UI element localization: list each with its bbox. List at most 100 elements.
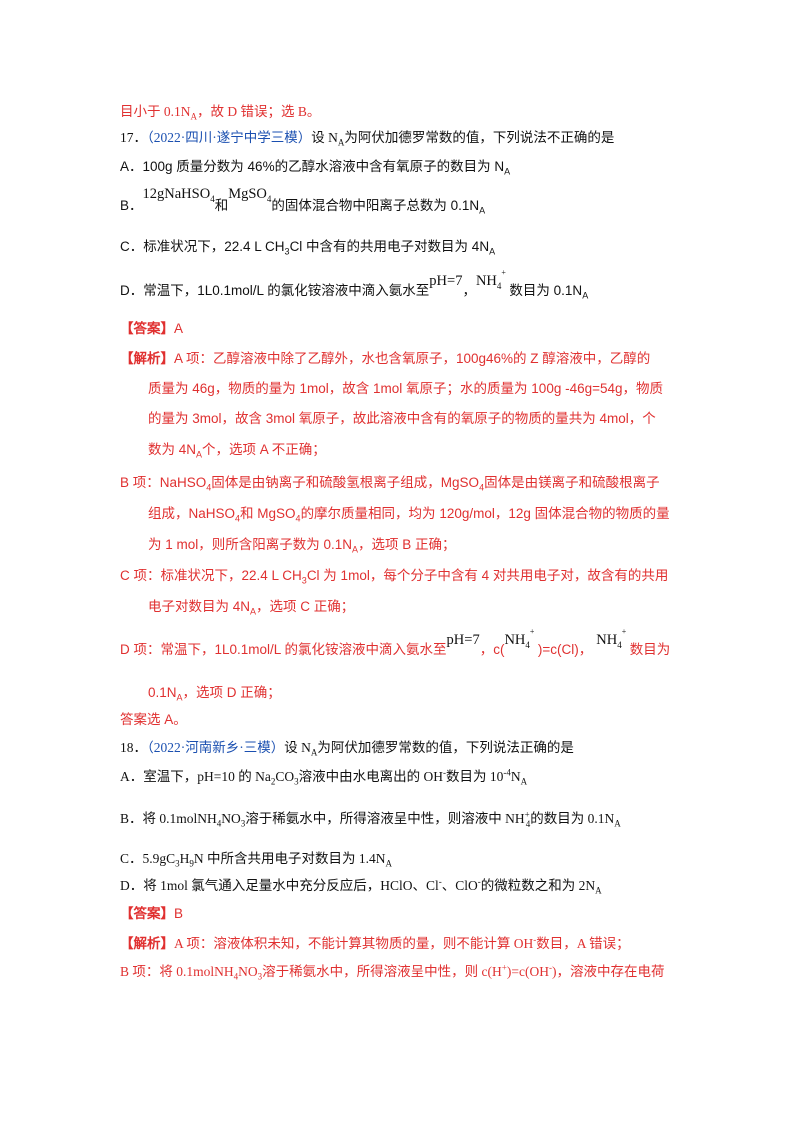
- q18-option-b: B．将 0.1molNH4NO3溶于稀氨水中，所得溶液呈中性，则溶液中 NH+4…: [120, 809, 621, 829]
- option-label: C．: [120, 851, 143, 866]
- formula-ph: pH=7: [429, 273, 463, 289]
- text: MgSO: [228, 186, 267, 202]
- sub: A: [196, 449, 203, 460]
- sub: 4: [235, 513, 241, 524]
- sub: A: [479, 205, 486, 216]
- sub: 3: [257, 971, 263, 982]
- q17-analysis-b-line2: 组成，NaHSO4和 MgSO4的摩尔质量相同，均为 120g/mol，12g …: [148, 504, 670, 524]
- q17-analysis-b-line1: B 项：NaHSO4固体是由钠离子和硫酸氢根离子组成，MgSO4固体是由镁离子和…: [120, 473, 660, 493]
- sub: 3: [284, 246, 290, 257]
- sup: -: [443, 767, 446, 778]
- q17-analysis-a-line4: 数为 4NA个，选项 A 不正确；: [148, 440, 326, 460]
- analysis-text: 的量为 3mol，故含 3mol 氧原子，故此溶液中含有的氧原子的物质的量共为 …: [148, 411, 656, 426]
- sup: +: [524, 809, 530, 820]
- option-text: 5.9gC: [142, 851, 176, 866]
- sup: -: [477, 876, 481, 887]
- q17-analysis-a-line3: 的量为 3mol，故含 3mol 氧原子，故此溶液中含有的氧原子的物质的量共为 …: [148, 409, 656, 429]
- q17-analysis-c-line2: 电子对数目为 4NA，选项 C 正确；: [148, 597, 354, 617]
- charge: +: [501, 268, 506, 277]
- sub: A: [595, 885, 602, 896]
- analysis-text: 数目为: [629, 642, 671, 657]
- charge: +: [621, 627, 627, 636]
- option-text: 标准状况下，22.4 L CH: [143, 239, 285, 254]
- analysis-text: )，溶液中存在电荷: [551, 964, 665, 979]
- sub: A: [250, 606, 257, 617]
- analysis-text: )=c(Cl)，: [537, 642, 593, 657]
- analysis-text: 质量为 46g，物质的量为 1mol，故含 1mol 氧原子；水的质量为 100…: [148, 381, 664, 396]
- sub: 4: [496, 280, 502, 291]
- sub: 4: [525, 639, 530, 650]
- sup: -: [438, 876, 442, 887]
- option-label: C．: [120, 239, 144, 254]
- text: ，故 D 错误；选 B。: [197, 104, 321, 119]
- analysis-text: 0.1N: [148, 685, 177, 700]
- text: 设 N: [284, 740, 311, 755]
- analysis-text: 数目，A 错误；: [536, 936, 630, 951]
- final-answer: 答案选 A。: [120, 712, 187, 727]
- option-text: N: [510, 769, 521, 784]
- option-text: H: [179, 851, 190, 866]
- option-label: A．: [120, 159, 143, 174]
- analysis-text: C 项：标准状况下，22.4 L CH: [120, 568, 302, 583]
- analysis-text: 数为 4N: [148, 442, 197, 457]
- option-text: 的微粒数之和为 2N: [480, 878, 596, 893]
- q18-analysis-b: B 项：将 0.1molNH4NO3溶于稀氨水中，所得溶液呈中性，则 c(H+)…: [120, 962, 664, 982]
- text: ，: [462, 283, 476, 298]
- answer-value: A: [174, 321, 184, 336]
- question-source: （2022·四川·遂宁中学三模）: [147, 130, 312, 145]
- sub: A: [190, 111, 198, 122]
- option-text: 将 0.1molNH: [142, 811, 217, 826]
- text: 设 N: [311, 130, 338, 145]
- option-text: 溶液中由水电离出的 OH: [298, 769, 443, 784]
- q17-analysis-c-line1: C 项：标准状况下，22.4 L CH3Cl 为 1mol，每个分子中含有 4 …: [120, 566, 668, 586]
- text: 12gNaHSO: [142, 186, 211, 202]
- option-text: 将 1mol 氯气通入足量水中充分反应后，HClO、Cl: [143, 878, 439, 893]
- formula-nh4: NH4 +: [475, 268, 506, 291]
- analysis-text: 组成，NaHSO: [148, 506, 236, 521]
- option-label: B．: [120, 198, 143, 213]
- sub: 4: [210, 193, 215, 204]
- sub: A: [337, 137, 345, 148]
- q17-analysis-d-line2: 0.1NA，选项 D 正确；: [148, 683, 281, 703]
- sup: -: [533, 934, 537, 945]
- continuation-line: 目小于 0.1NA，故 D 错误；选 B。: [120, 102, 320, 122]
- sup: -4: [503, 767, 511, 778]
- sup: +: [501, 962, 507, 973]
- analysis-text: NO: [238, 964, 258, 979]
- option-text: 室温下，pH=10 的 Na: [143, 769, 271, 784]
- sub: 4: [233, 971, 239, 982]
- analysis-text: ，c(: [479, 642, 505, 657]
- question-number: 17．: [120, 130, 147, 145]
- sub: 3: [294, 776, 299, 787]
- question-18-stem: 18．（2022·河南新乡·三模）设 NA为阿伏加德罗常数的值，下列说法正确的是: [120, 738, 574, 758]
- analysis-text: A 项：溶液体积未知，不能计算其物质的量，则不能计算 OH: [174, 936, 534, 951]
- analysis-text: D 项：常温下，1L0.1mol/L 的氯化铵溶液中滴入氨水至: [120, 642, 447, 657]
- option-label: A．: [120, 769, 144, 784]
- analysis-label: 【解析】: [120, 936, 174, 951]
- sub: 4: [479, 482, 485, 493]
- analysis-text: A 项：乙醇溶液中除了乙醇外，水也含氧原子，100g46%的 Z 醇溶液中，乙醇…: [174, 351, 651, 366]
- analysis-text: B 项：NaHSO: [120, 475, 207, 490]
- sub: A: [489, 246, 496, 257]
- analysis-label: 【解析】: [120, 351, 174, 366]
- q17-option-d: D．常温下，1L0.1mol/L 的氯化铵溶液中滴入氨水至pH=7，NH4+数目…: [120, 268, 589, 301]
- sub: A: [352, 544, 359, 555]
- q18-option-d: D．将 1mol 氯气通入足量水中充分反应后，HClO、Cl-、ClO-的微粒数…: [120, 876, 602, 896]
- option-label: D．: [120, 283, 144, 298]
- analysis-text: 为 1 mol，则所含阳离子数为 0.1N: [148, 537, 353, 552]
- option-label: B．: [120, 811, 143, 826]
- option-text: 溶于稀氨水中，所得溶液呈中性，则溶液中 NH: [245, 811, 525, 826]
- q18-option-a: A．室温下，pH=10 的 Na2CO3溶液中由水电离出的 OH-数目为 10-…: [120, 767, 527, 787]
- sub: 4: [525, 818, 531, 829]
- text: 为阿伏加德罗常数的值，下列说法不正确的是: [344, 130, 615, 145]
- text: NH: [475, 273, 497, 289]
- formula-nh4: NH4+: [504, 627, 534, 650]
- formula-nh4: NH4+: [596, 627, 626, 650]
- q17-answer: 【答案】A: [120, 319, 183, 339]
- q17-analysis-b-line3: 为 1 mol，则所含阳离子数为 0.1NA，选项 B 正确；: [148, 535, 456, 555]
- analysis-text: 和 MgSO: [240, 506, 296, 521]
- option-text: Cl 中含有的共用电子对数目为 4N: [289, 239, 490, 254]
- analysis-text: Cl 为 1mol，每个分子中含有 4 对共用电子对，故含有的共用: [306, 568, 669, 583]
- sub: A: [582, 290, 589, 301]
